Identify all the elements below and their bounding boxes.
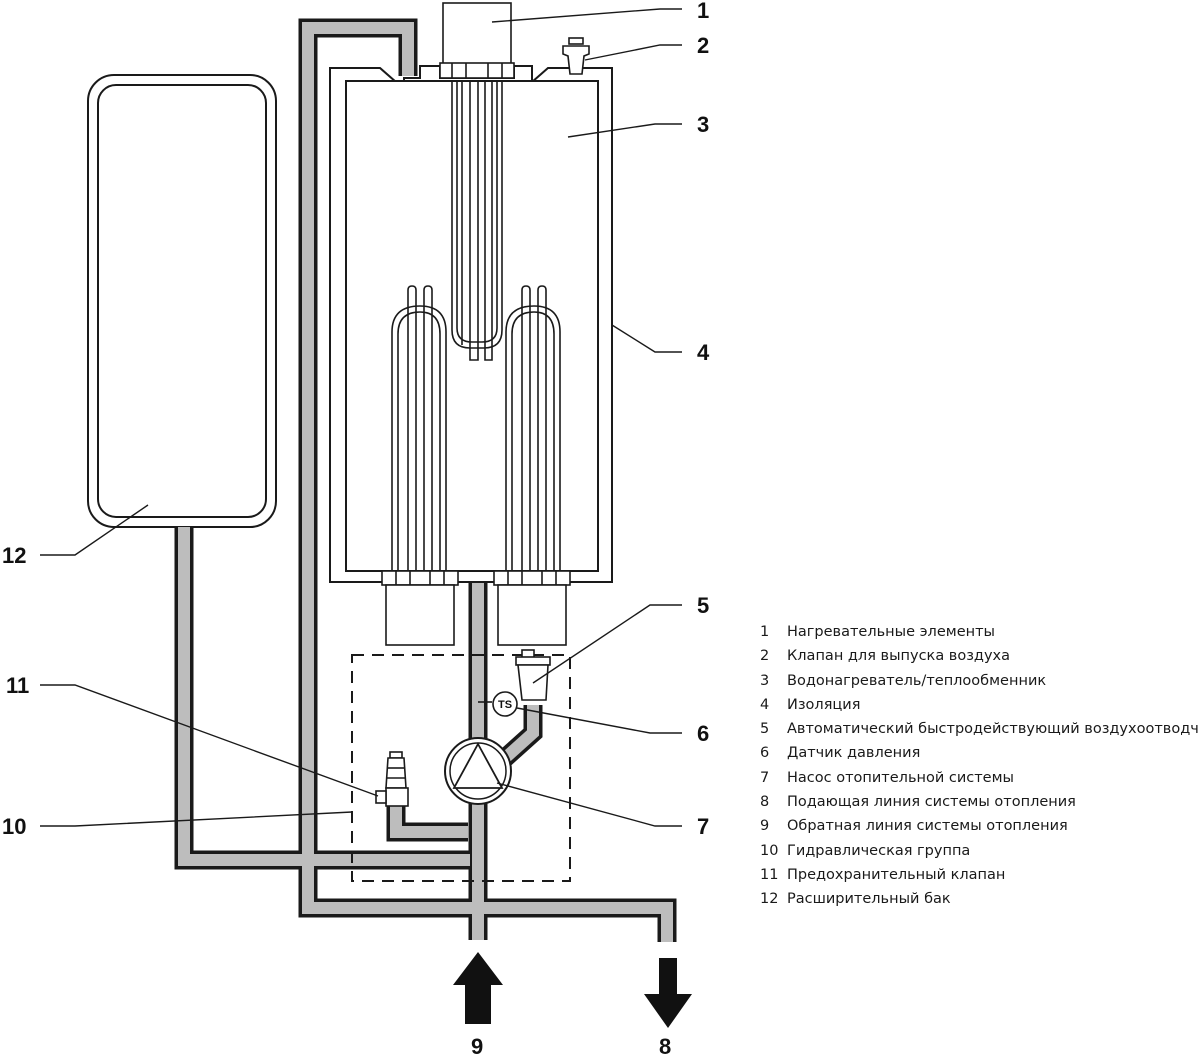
legend-number: 12 [760, 891, 779, 908]
leader-6 [516, 707, 682, 734]
callout-5: 5 [697, 593, 709, 618]
legend-text: Датчик давления [787, 745, 921, 762]
callout-6: 6 [697, 721, 709, 746]
callout-1: 1 [697, 0, 709, 23]
return-flow-arrow [453, 952, 503, 1024]
legend-item: 3 Водонагреватель/теплообменник [760, 669, 1200, 693]
heat-exchanger [345, 80, 599, 572]
legend-item: 9 Обратная линия системы отопления [760, 814, 1200, 838]
leader-12 [40, 504, 149, 556]
callout-9: 9 [471, 1034, 483, 1057]
legend-item: 4 Изоляция [760, 693, 1200, 717]
legend-number: 4 [760, 696, 770, 713]
legend-number: 8 [760, 794, 770, 811]
leader-11 [40, 684, 379, 797]
leader-lines [40, 8, 682, 827]
legend-number: 3 [760, 672, 770, 689]
right-heating-element [493, 285, 571, 646]
callout-numbers: 1 2 3 4 5 6 7 8 9 10 11 12 [2, 0, 710, 1057]
legend-item: 6 Датчик давления [760, 741, 1200, 765]
callout-11: 11 [6, 673, 29, 698]
leader-10 [40, 811, 353, 827]
callout-8: 8 [659, 1034, 671, 1057]
legend-number: 6 [760, 745, 770, 762]
legend-text: Расширительный бак [787, 891, 951, 908]
legend: 1 Нагревательные элементы 2 Клапан для вып… [760, 620, 1200, 912]
legend-number: 1 [760, 624, 770, 640]
legend-number: 11 [760, 866, 779, 883]
legend-text: Обратная линия системы отопления [787, 818, 1068, 835]
legend-item: 2 Клапан для выпуска воздуха [760, 644, 1200, 668]
legend-number: 7 [760, 769, 770, 786]
safety-valve [375, 751, 409, 807]
legend-item: 11 Предохранительный клапан [760, 863, 1200, 887]
leader-3 [567, 123, 682, 138]
legend-item: 1 Нагревательные элементы [760, 620, 1200, 644]
legend-text: Гидравлическая группа [787, 842, 971, 859]
legend-text: Предохранительный клапан [787, 866, 1006, 883]
top-heating-element [439, 2, 515, 361]
callout-7: 7 [697, 814, 709, 839]
callout-12: 12 [2, 543, 26, 568]
leader-1 [491, 8, 682, 23]
leader-7 [496, 782, 682, 827]
legend-text: Клапан для выпуска воздуха [787, 648, 1011, 665]
leader-2 [584, 44, 682, 61]
callout-3: 3 [697, 112, 709, 137]
legend-number: 9 [760, 818, 770, 835]
legend-text: Насос отопительной системы [787, 769, 1014, 786]
callout-10: 10 [2, 814, 26, 839]
pressure-sensor: TS [478, 691, 518, 717]
legend-text: Водонагреватель/теплообменник [787, 672, 1047, 689]
leader-5 [532, 604, 682, 684]
expansion-tank [87, 74, 277, 528]
legend-number: 5 [760, 721, 770, 738]
left-heating-element [381, 285, 459, 646]
legend-text: Изоляция [787, 696, 861, 713]
hydraulic-group-boundary [351, 654, 571, 882]
legend-item: 10 Гидравлическая группа [760, 839, 1200, 863]
legend-number: 10 [760, 842, 779, 859]
legend-item: 8 Подающая линия системы отопления [760, 790, 1200, 814]
legend-text: Автоматический быстродействующий воздухо… [787, 721, 1200, 738]
legend-number: 2 [760, 648, 770, 665]
legend-text: Подающая линия системы отопления [787, 794, 1076, 811]
legend-item: 7 Насос отопительной системы [760, 766, 1200, 790]
callout-4: 4 [697, 340, 710, 365]
supply-flow-arrow [644, 958, 692, 1028]
circulation-pump [444, 737, 512, 805]
legend-text: Нагревательные элементы [787, 624, 995, 640]
callout-2: 2 [697, 33, 709, 58]
leader-4 [611, 324, 682, 353]
legend-item: 12 Расширительный бак [760, 887, 1200, 911]
pressure-sensor-label: TS [498, 699, 512, 711]
air-release-valve [562, 37, 590, 75]
legend-item: 5 Автоматический быстродействующий воздух… [760, 717, 1200, 741]
